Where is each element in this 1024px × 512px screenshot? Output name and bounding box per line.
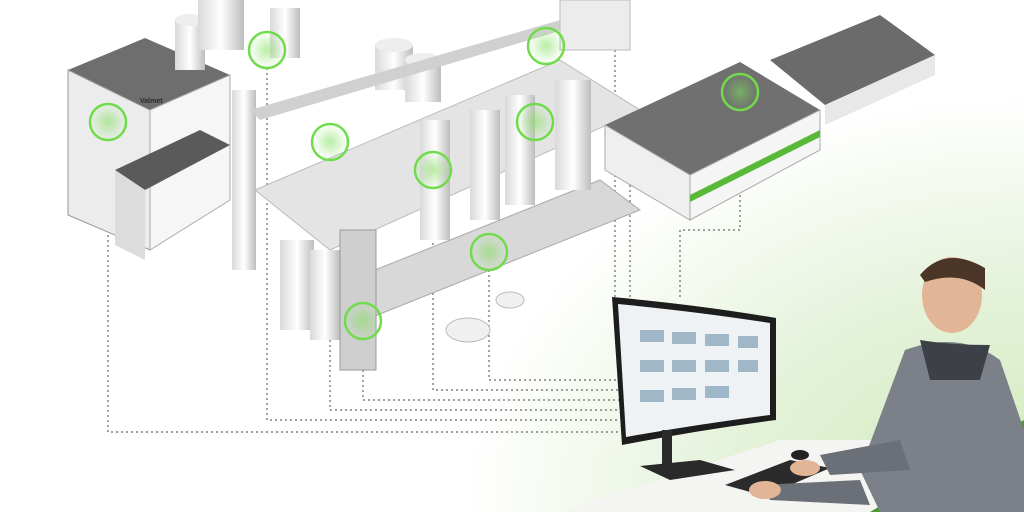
chimney bbox=[232, 90, 256, 270]
monitoring-markers bbox=[88, 26, 760, 341]
marker-silos[interactable] bbox=[515, 102, 555, 142]
storage-tanks bbox=[175, 0, 441, 102]
marker-process-a[interactable] bbox=[310, 122, 350, 162]
mouse bbox=[791, 450, 809, 460]
marker-process-b[interactable] bbox=[413, 150, 453, 190]
marker-machines[interactable] bbox=[469, 232, 509, 272]
valmet-logo: Valmet bbox=[140, 98, 163, 105]
marker-tower[interactable] bbox=[526, 26, 566, 66]
marker-tanks[interactable] bbox=[247, 30, 287, 70]
boiler-building: Valmet bbox=[67, 38, 231, 260]
monitor bbox=[612, 297, 776, 480]
marker-reactor[interactable] bbox=[343, 301, 383, 341]
marker-warehouse[interactable] bbox=[720, 72, 760, 112]
marker-boiler[interactable] bbox=[88, 102, 128, 142]
operator-person bbox=[749, 257, 1024, 512]
warehouse bbox=[604, 15, 935, 221]
